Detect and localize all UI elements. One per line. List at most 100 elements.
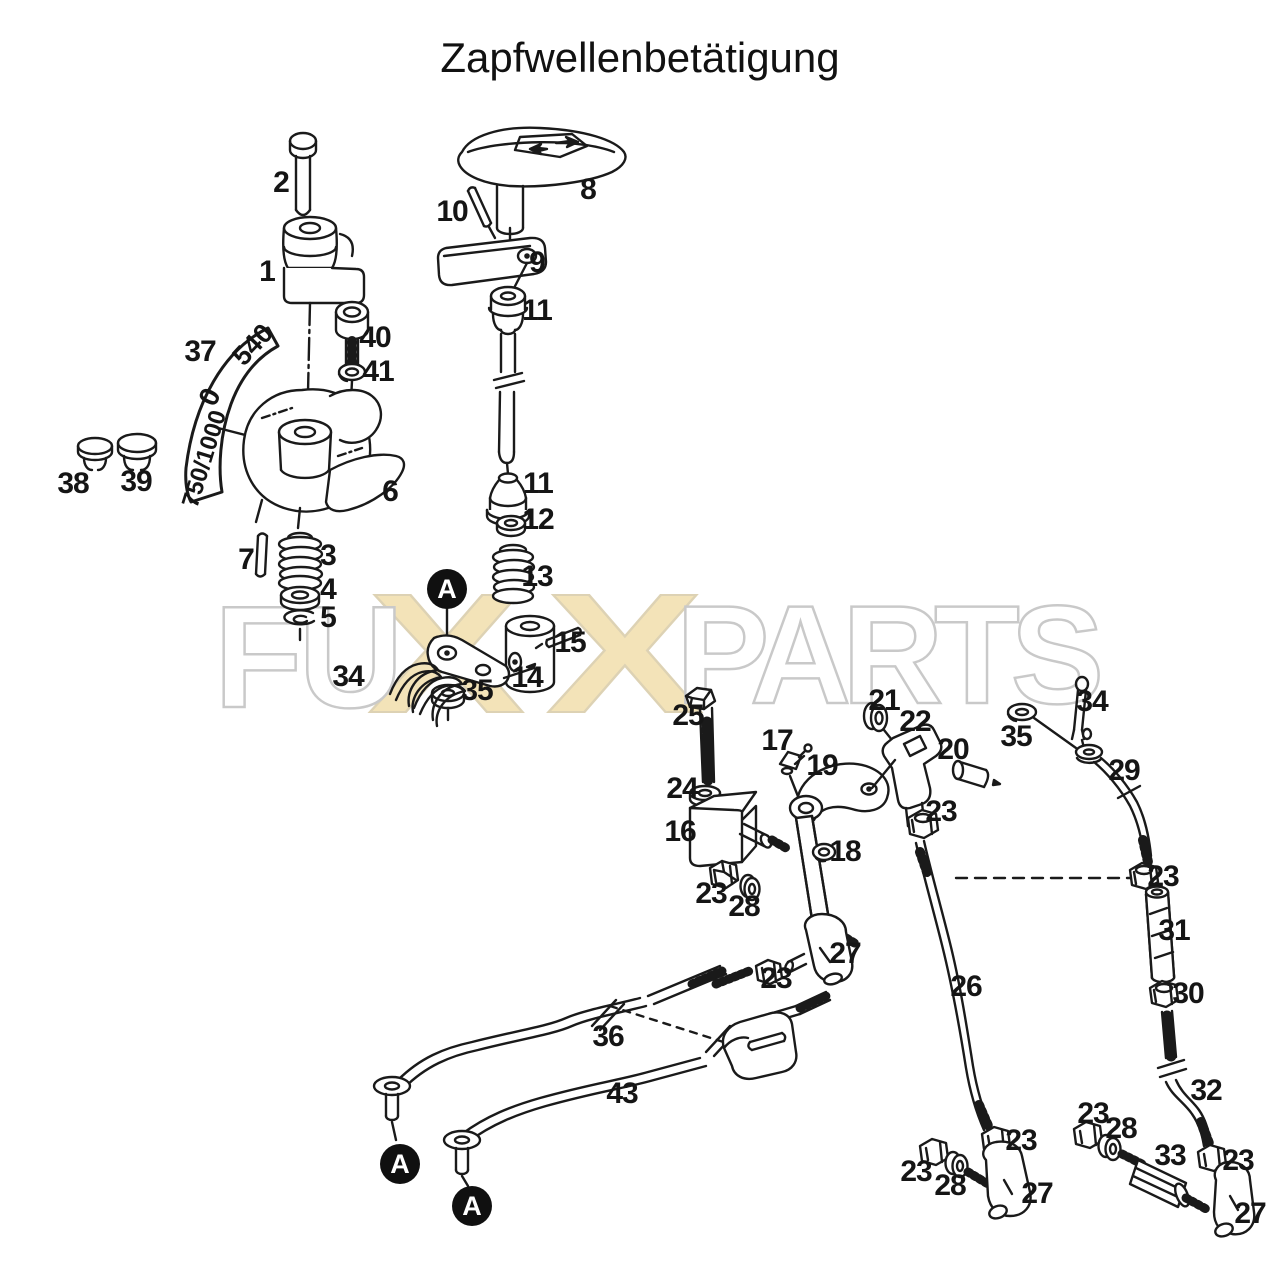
part-number-label: 35	[1000, 720, 1032, 753]
part-number-label: 23	[695, 877, 727, 910]
part-number-label: 20	[937, 733, 969, 766]
nut-23-right-col	[1128, 861, 1160, 891]
part-number-label: 34	[1076, 685, 1108, 718]
part-number-label: 6	[382, 475, 399, 508]
part-18-washer	[811, 842, 837, 863]
page-title: Zapfwellenbetätigung	[440, 34, 840, 81]
part-7-pin	[254, 532, 269, 578]
part-number-label: 23	[1077, 1097, 1109, 1130]
part-15-pin	[534, 626, 582, 650]
part-number-label: 4	[320, 573, 337, 606]
part-8-knob	[457, 126, 627, 236]
part-12-washer	[495, 514, 527, 538]
selector-shaft	[492, 332, 526, 476]
part-number-label: 11	[523, 467, 554, 500]
part-number-label: 29	[1108, 754, 1140, 787]
part-27-ball-joint-top	[711, 912, 854, 989]
part-number-label: 28	[934, 1169, 966, 1202]
part-6-bracket	[242, 388, 406, 530]
part-34-cotter-right	[1070, 675, 1090, 741]
part-number-label: 36	[592, 1020, 624, 1053]
part-43-clamp	[721, 1011, 798, 1080]
part-number-label: 14	[511, 661, 543, 694]
part-number-label: 9	[529, 246, 546, 279]
part-number-label: 23	[1005, 1124, 1037, 1157]
part-number-label: 28	[1105, 1112, 1137, 1145]
part-21-washer	[862, 701, 894, 742]
part-20-pin	[951, 759, 1002, 789]
part-number-label: 16	[664, 815, 696, 848]
detail-marker-a: A	[427, 569, 467, 609]
part-4-washer	[279, 585, 321, 612]
part-number-label: 37	[184, 335, 216, 368]
part-13-spring	[491, 543, 536, 605]
part-number-label: 33	[1154, 1139, 1186, 1172]
part-30-nut	[1148, 979, 1180, 1009]
part-14-cylinder	[504, 614, 556, 694]
part-41-washer	[337, 362, 367, 422]
part-number-label: 23	[1147, 860, 1179, 893]
part-39-plug	[116, 432, 158, 472]
part-10-pin	[466, 186, 497, 240]
part-number-label: 41	[362, 355, 394, 388]
part-3-spring	[277, 531, 324, 592]
nut-23-under-clevis	[906, 808, 940, 840]
part-number-label: 43	[606, 1077, 638, 1110]
part-number-label: 28	[728, 890, 760, 923]
part-38-plug	[76, 436, 114, 472]
part-number-label: 35	[461, 674, 493, 707]
part-number-label: 27	[1234, 1197, 1266, 1230]
part-number-label: 23	[925, 795, 957, 828]
part-number-label: 7	[238, 543, 255, 576]
part-40-socket-screw	[334, 300, 370, 368]
part-number-label: 11	[522, 294, 553, 327]
part-number-label: 40	[359, 321, 391, 354]
part-2-pin	[288, 131, 318, 232]
part-31-sleeve	[1144, 885, 1176, 984]
part-26-rod	[914, 839, 994, 1133]
bottom-left-joint-group	[918, 1125, 1032, 1220]
detail-marker-a: A	[380, 1144, 420, 1184]
part-number-label: 23	[760, 962, 792, 995]
construction-lines	[608, 876, 1138, 1048]
part-36-rod	[372, 964, 728, 1142]
part-number-label: 17	[761, 724, 793, 757]
part-number-label: 26	[950, 970, 982, 1003]
part-number-label: 30	[1172, 977, 1204, 1010]
part-number-label: 19	[806, 749, 838, 782]
bottom-right-joint-group	[1072, 1120, 1256, 1238]
part-29-rod	[1074, 727, 1153, 867]
part-number-label: 25	[672, 699, 704, 732]
part-number-label: 38	[57, 467, 89, 500]
part-number-label: 10	[436, 195, 468, 228]
detail-plate	[426, 606, 537, 688]
part-number-label: 18	[829, 835, 861, 868]
part-17-grease-fitting	[778, 743, 813, 806]
part-22-clevis	[870, 723, 943, 830]
watermark-parts-text: PARTS	[676, 576, 1099, 733]
part-number-label: 23	[900, 1155, 932, 1188]
nut-23-left	[708, 859, 740, 890]
part-number-label: 1	[259, 255, 276, 288]
part-32-rod	[1156, 1009, 1215, 1151]
part-35-washer-right	[1006, 702, 1078, 750]
part-11-bushing-top	[487, 285, 529, 336]
part-34-clips-left	[388, 662, 467, 728]
detail-marker-a: A	[452, 1186, 492, 1226]
part-number-label: 21	[868, 684, 900, 717]
part-number-label: 34	[332, 660, 364, 693]
part-number-label: 3	[320, 539, 337, 572]
part-number-label: 24	[666, 772, 698, 805]
part-25-bolt	[684, 686, 717, 786]
part-number-label: 15	[554, 626, 586, 659]
part-number-label: 23	[1222, 1144, 1254, 1177]
part-number-label: 8	[580, 173, 597, 206]
washer-28-left	[739, 873, 761, 902]
part-1-housing	[282, 215, 366, 394]
part-number-label: 31	[1158, 914, 1190, 947]
part-number-label: 27	[1021, 1177, 1053, 1210]
part-number-label: 2	[273, 166, 290, 199]
part-number-label: 12	[522, 503, 554, 536]
